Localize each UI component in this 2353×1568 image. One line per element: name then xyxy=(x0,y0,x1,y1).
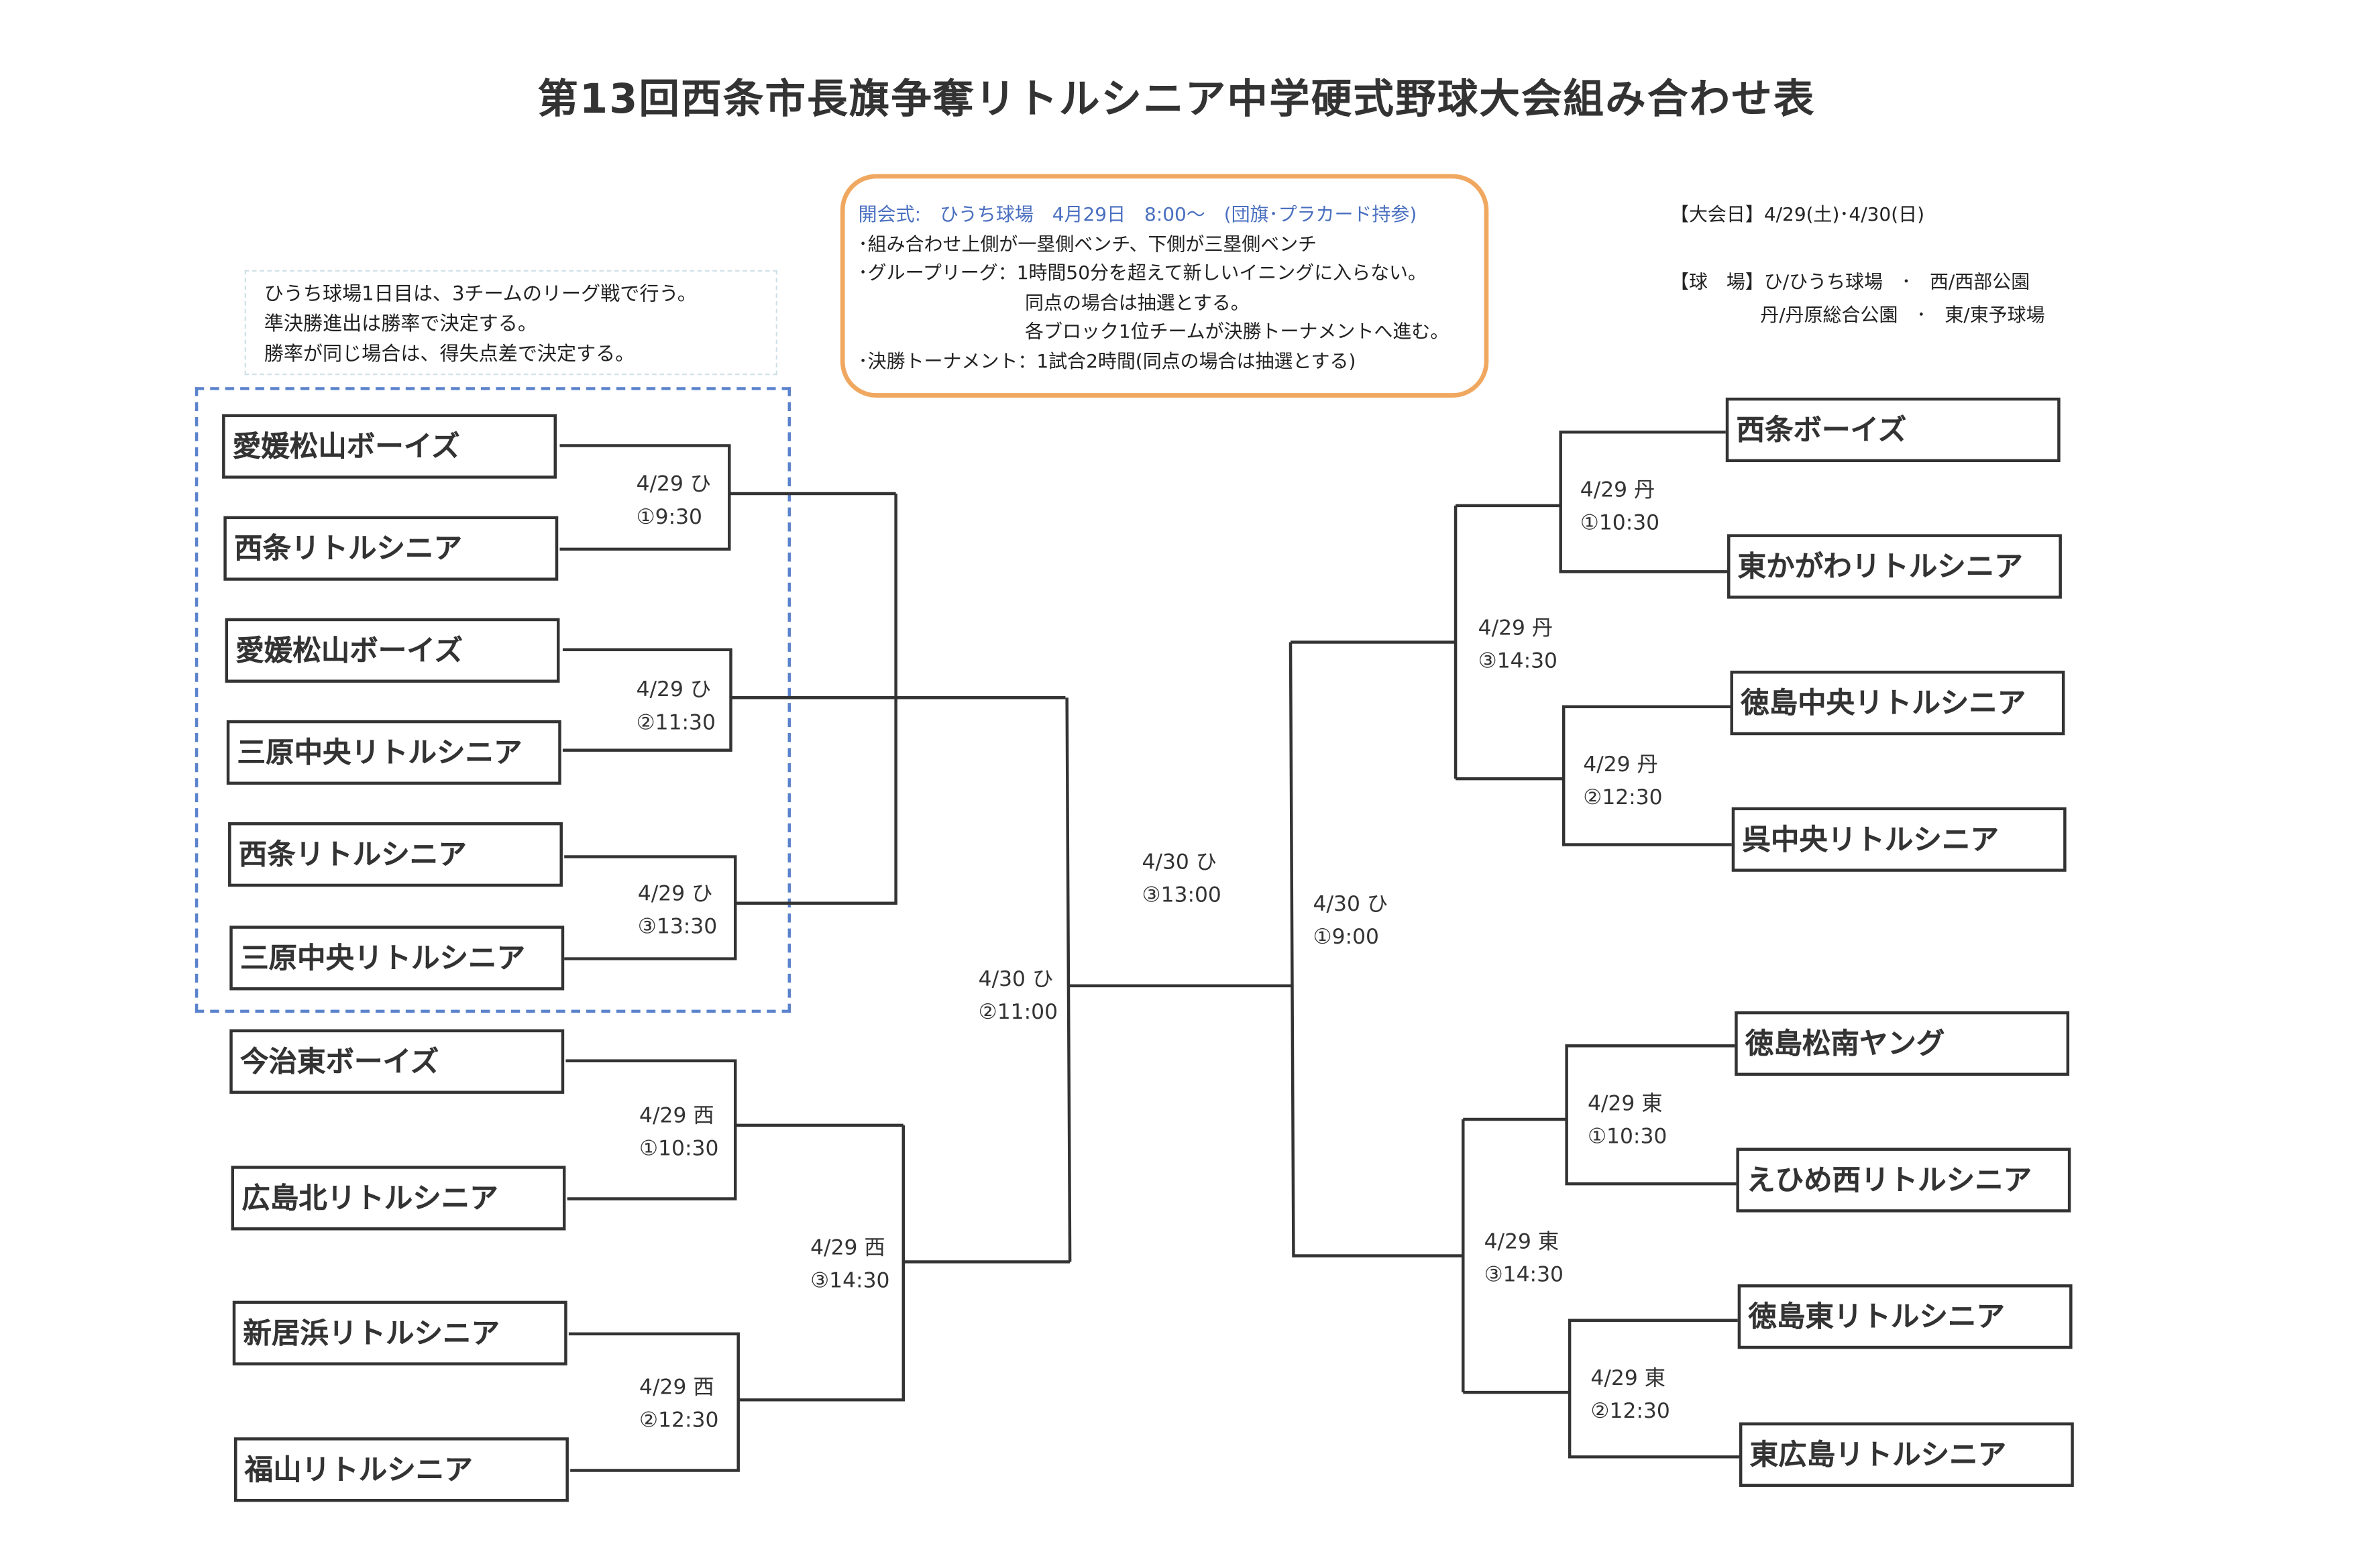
team-box: 今治東ボーイズ xyxy=(229,1029,565,1094)
rules-box: 開会式: ひうち球場 4月29日 8:00～ (団旗･プラカード持参) ･組み合… xyxy=(840,174,1489,398)
team-box: 徳島松南ヤング xyxy=(1735,1011,2070,1076)
team-box: 福山リトルシニア xyxy=(234,1437,569,1502)
note-line: ひうち球場1日目は、3チームのリーグ戦で行う。 xyxy=(264,283,697,306)
team-box: 三原中央リトルシニア xyxy=(229,926,565,991)
tournament-dates: 【大会日】4/29(土)･4/30(日) xyxy=(1670,203,1924,225)
page-title: 第13回西条市長旗争奪リトルシニア中学硬式野球大会組み合わせ表 xyxy=(537,76,1816,123)
team-box: 愛媛松山ボーイズ xyxy=(222,414,557,479)
team-box: 呉中央リトルシニア xyxy=(1731,807,2067,872)
league-note: ひうち球場1日目は、3チームのリーグ戦で行う。 準決勝進出は勝率で決定する。 勝… xyxy=(244,270,777,376)
team-box: 愛媛松山ボーイズ xyxy=(225,618,560,683)
team-box: 徳島東リトルシニア xyxy=(1737,1284,2073,1349)
team-box: 東広島リトルシニア xyxy=(1739,1422,2074,1488)
note-line: 勝率が同じ場合は、得失点差で決定する。 xyxy=(264,343,635,366)
team-box: 三原中央リトルシニア xyxy=(226,720,561,785)
note-line: 準決勝進出は勝率で決定する。 xyxy=(264,313,537,337)
rule-line: ･決勝トーナメント：1試合2時間(同点の場合は抽選とする) xyxy=(858,349,1356,372)
group-league-frame xyxy=(195,387,791,1013)
team-box: 西条ボーイズ xyxy=(1725,397,2061,463)
venues: 丹/丹原総合公園 ･ 東/東予球場 xyxy=(1760,302,2045,326)
team-box: 東かがわリトルシニア xyxy=(1727,534,2062,599)
team-box: えひめ西リトルシニア xyxy=(1736,1147,2071,1213)
opening-ceremony: 開会式: ひうち球場 4月29日 8:00～ (団旗･プラカード持参) xyxy=(858,203,1417,225)
rule-line: ･組み合わせ上側が一塁側ベンチ、下側が三塁側ベンチ xyxy=(858,231,1317,255)
team-box: 新居浜リトルシニア xyxy=(232,1300,567,1365)
rule-line: 各ブロック1位チームが決勝トーナメントへ進む。 xyxy=(1025,319,1449,343)
venues: 【球 場】ひ/ひうち球場 ･ 西/西部公園 xyxy=(1670,270,2030,293)
team-box: 西条リトルシニア xyxy=(228,822,563,887)
rule-line: ･グループリーグ：1時間50分を超えて新しいイニングに入らない。 xyxy=(858,261,1427,284)
team-box: 徳島中央リトルシニア xyxy=(1730,671,2065,736)
team-box: 西条リトルシニア xyxy=(223,516,559,581)
team-box: 広島北リトルシニア xyxy=(231,1166,566,1231)
rule-line: 同点の場合は抽選とする。 xyxy=(1025,290,1250,313)
